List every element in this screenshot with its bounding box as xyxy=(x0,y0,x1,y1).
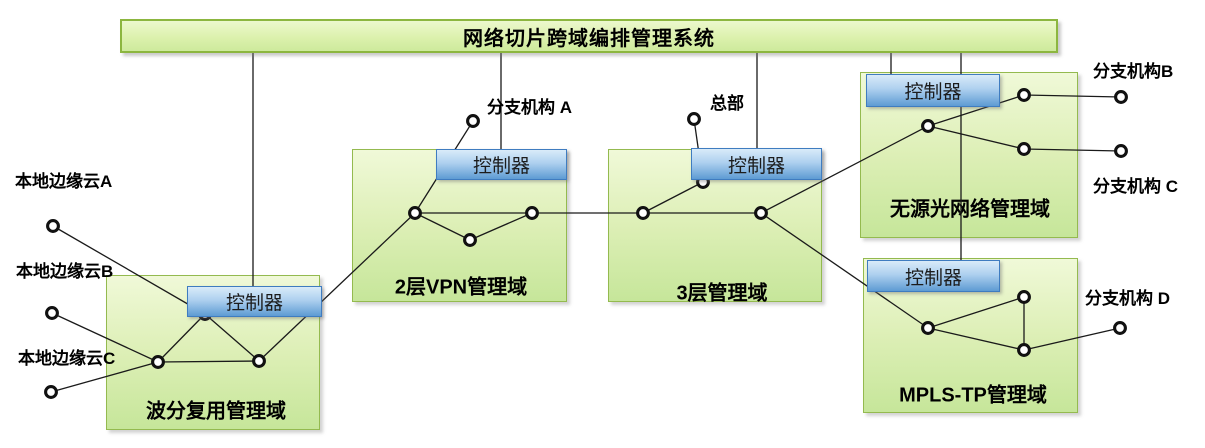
network-node-branch-b xyxy=(1114,90,1128,104)
controller-mplstp: 控制器 xyxy=(867,260,1000,292)
endpoint-label-branch-a: 分支机构 A xyxy=(487,98,572,117)
network-edge-wdm-right--vpn-left xyxy=(258,212,416,362)
network-node-mpls-tr xyxy=(1017,290,1031,304)
endpoint-label-branch-b: 分支机构B xyxy=(1093,62,1174,81)
controller-l2vpn: 控制器 xyxy=(436,149,567,180)
domain-label-pon: 无源光网络管理域 xyxy=(890,198,1050,221)
network-node-branch-c xyxy=(1114,144,1128,158)
network-edge-wdm-top--wdm-right xyxy=(204,313,260,362)
network-edge-l3-right--pon-mid xyxy=(760,125,929,214)
network-node-pon-br xyxy=(1017,142,1031,156)
network-node-pon-mid xyxy=(921,119,935,133)
network-edge-mpls-left--mpls-tr xyxy=(927,296,1025,329)
network-node-cloud-b xyxy=(45,306,59,320)
controller-l3: 控制器 xyxy=(691,148,822,180)
endpoint-label-cloud-a: 本地边缘云A xyxy=(15,172,113,191)
endpoint-label-hq: 总部 xyxy=(710,94,744,113)
domain-label-l3: 3层管理域 xyxy=(676,282,768,305)
endpoint-label-branch-d: 分支机构 D xyxy=(1085,289,1170,308)
network-edge-pon-mid--pon-tr xyxy=(927,94,1025,127)
network-node-cloud-c xyxy=(44,385,58,399)
network-edge-pon-br--branch-c xyxy=(1023,148,1122,152)
network-node-branch-d xyxy=(1113,321,1127,335)
network-node-cloud-a xyxy=(46,219,60,233)
network-edge-pon-tr--branch-b xyxy=(1023,94,1122,98)
network-node-mpls-br xyxy=(1017,343,1031,357)
endpoint-label-cloud-b: 本地边缘云B xyxy=(16,262,114,281)
network-node-pon-tr xyxy=(1017,88,1031,102)
orchestration-system-banner: 网络切片跨域编排管理系统 xyxy=(120,19,1058,53)
network-edge-vpn-left--vpn-mid xyxy=(414,212,471,241)
network-node-vpn-left xyxy=(408,206,422,220)
network-node-hq xyxy=(687,112,701,126)
network-node-wdm-right xyxy=(252,354,266,368)
network-edge-wdm-top--wdm-left xyxy=(157,313,206,363)
network-edge-cloud-a--wdm-top xyxy=(52,225,206,315)
orchestration-system-title: 网络切片跨域编排管理系统 xyxy=(463,27,715,50)
controller-wdm: 控制器 xyxy=(187,286,322,317)
network-edge-cloud-c--wdm-left xyxy=(50,361,159,393)
network-node-mpls-left xyxy=(921,321,935,335)
network-edge-cloud-b--wdm-left xyxy=(51,312,159,363)
network-edge-vpn-mid--vpn-right xyxy=(469,212,533,241)
network-edge-pon-mid--pon-br xyxy=(927,125,1025,150)
network-node-l3-left xyxy=(636,206,650,220)
domain-label-wdm: 波分复用管理域 xyxy=(146,400,286,423)
network-edge-mpls-left--mpls-br xyxy=(927,327,1025,351)
network-node-branch-a xyxy=(466,114,480,128)
endpoint-label-branch-c: 分支机构 C xyxy=(1093,177,1178,196)
domain-label-mplstp: MPLS-TP管理域 xyxy=(899,384,1047,407)
network-edge-mpls-br--branch-d xyxy=(1023,327,1121,351)
controller-pon: 控制器 xyxy=(866,74,1000,107)
network-node-vpn-right xyxy=(525,206,539,220)
endpoint-label-cloud-c: 本地边缘云C xyxy=(18,349,116,368)
network-node-wdm-left xyxy=(151,355,165,369)
network-node-l3-right xyxy=(754,206,768,220)
network-edge-l3-top--l3-left xyxy=(642,181,704,214)
network-edge-wdm-left--wdm-right xyxy=(157,360,260,363)
network-edge-l3-right--mpls-left xyxy=(760,212,929,329)
network-node-vpn-mid xyxy=(463,233,477,247)
domain-label-l2vpn: 2层VPN管理域 xyxy=(394,276,528,299)
